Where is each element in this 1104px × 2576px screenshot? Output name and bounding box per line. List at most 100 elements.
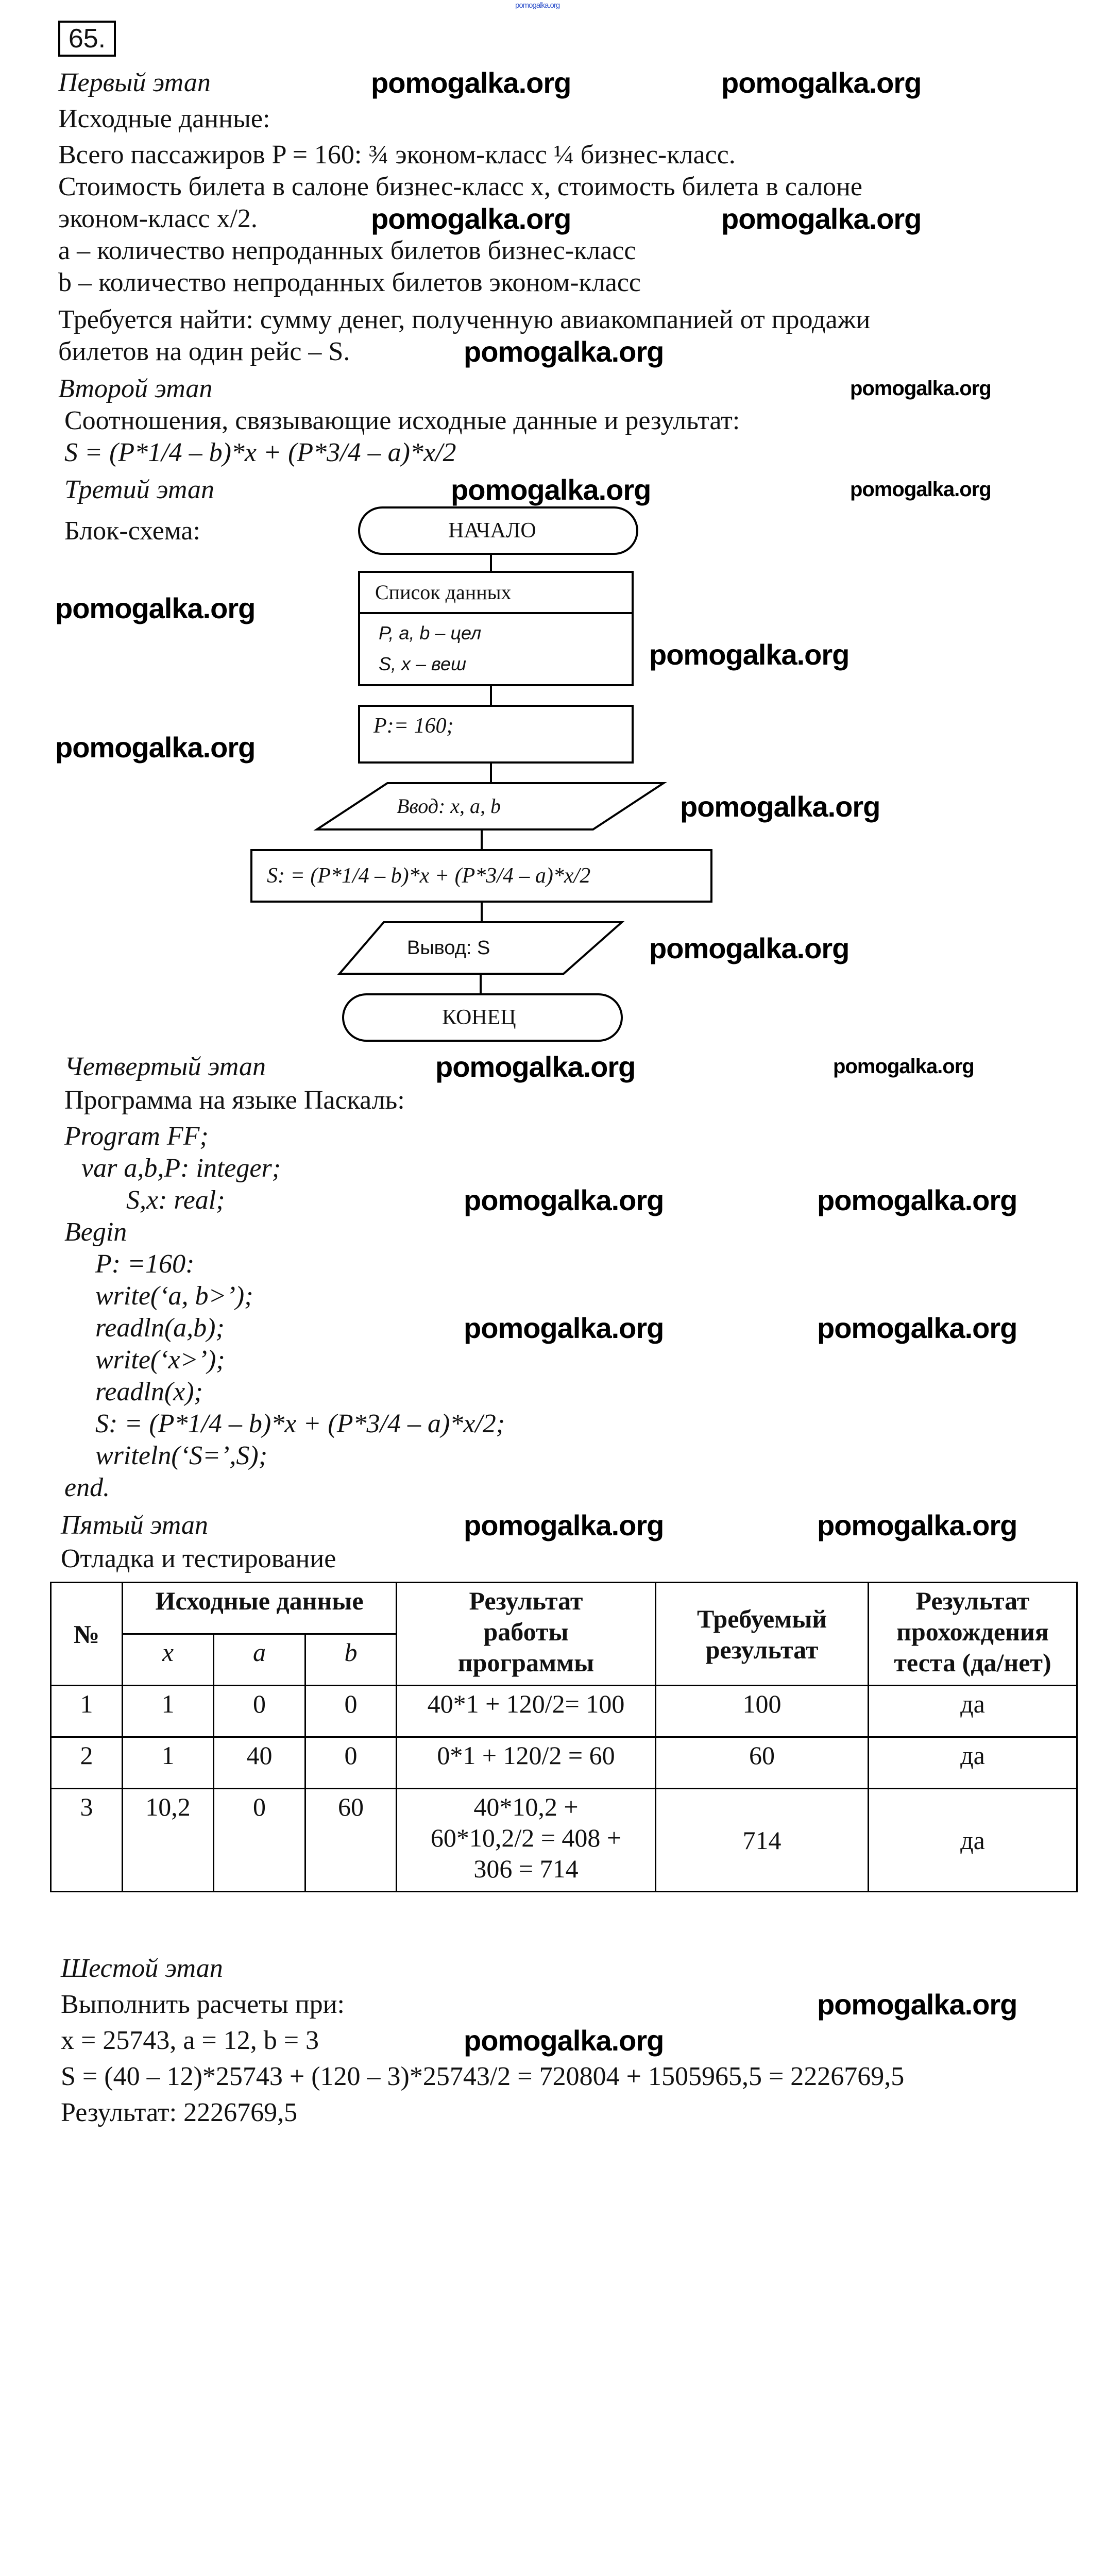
cell-a: 40 xyxy=(213,1736,306,1789)
stage2-formula: S = (P*1/4 – b)*x + (P*3/4 – a)*x/2 xyxy=(64,438,456,467)
cell-a: 0 xyxy=(213,1685,306,1738)
header-expected-text: Требуемый результат xyxy=(697,1604,827,1664)
watermark: pomogalka.org xyxy=(451,473,651,506)
stage4-title: Четвертый этап xyxy=(64,1052,266,1081)
cell-program: 40*1 + 120/2= 100 xyxy=(396,1685,656,1738)
table-subheader-row: x a b xyxy=(51,1633,1077,1686)
watermark: pomogalka.org xyxy=(817,1312,1017,1344)
cell-x: 1 xyxy=(122,1736,214,1789)
flow-assign-label: P:= 160; xyxy=(373,714,454,738)
find-line: Требуется найти: сумму денег, полученную… xyxy=(58,305,871,334)
flow-end-shape xyxy=(342,993,623,1042)
code-line: write(‘a, b>’); xyxy=(95,1281,253,1311)
flow-output-label: Вывод: S xyxy=(407,937,490,959)
stage1-title: Первый этап xyxy=(58,68,211,97)
code-line: readln(x); xyxy=(95,1377,203,1406)
compute-label: Выполнить расчеты при: xyxy=(61,1990,345,2019)
flow-data-list-shape xyxy=(358,571,634,686)
code-line: Program FF; xyxy=(64,1122,209,1151)
watermark: pomogalka.org xyxy=(435,1050,636,1083)
given-line: эконом-класс x/2. xyxy=(58,204,258,233)
flow-output-shape xyxy=(337,921,625,975)
given-line: a – количество непроданных билетов бизне… xyxy=(58,236,636,265)
watermark: pomogalka.org xyxy=(817,1988,1017,2021)
watermark: pomogalka.org xyxy=(371,66,571,99)
given-heading: Исходные данные: xyxy=(58,104,270,133)
header-x: x xyxy=(122,1633,214,1686)
code-line: S: = (P*1/4 – b)*x + (P*3/4 – a)*x/2; xyxy=(95,1409,505,1438)
header-b: b xyxy=(304,1633,397,1686)
cell-a: 0 xyxy=(213,1788,306,1892)
cell-program-line: 306 = 714 xyxy=(473,1854,579,1883)
table-header-row: № Исходные данные Результат работы прогр… xyxy=(50,1582,1078,1686)
cell-passed: да xyxy=(868,1788,1078,1892)
cell-program-line: 40*10,2 + xyxy=(473,1792,579,1821)
watermark: pomogalka.org xyxy=(464,1509,664,1541)
watermark: pomogalka.org xyxy=(464,2024,664,2057)
table-row: 3 10,2 0 60 40*10,2 + 60*10,2/2 = 408 + … xyxy=(50,1788,1078,1892)
watermark: pomogalka.org xyxy=(649,932,850,964)
stage2-text: Соотношения, связывающие исходные данные… xyxy=(64,406,740,435)
flow-input-shape xyxy=(313,782,667,831)
watermark: pomogalka.org xyxy=(649,638,850,671)
header-passed-text: Результат прохождения теста (да/нет) xyxy=(894,1586,1051,1677)
watermark: pomogalka.org xyxy=(850,478,992,501)
given-line: b – количество непроданных билетов эконо… xyxy=(58,268,641,297)
flow-data-list-line: P, a, b – цел xyxy=(379,622,482,643)
stage2-title: Второй этап xyxy=(58,374,213,403)
watermark: pomogalka.org xyxy=(55,592,256,624)
cell-x: 10,2 xyxy=(122,1788,214,1892)
flow-end-label: КОНЕЦ xyxy=(442,1006,516,1029)
header-num: № xyxy=(50,1582,123,1686)
cell-program: 0*1 + 120/2 = 60 xyxy=(396,1736,656,1789)
stage3-title: Третий этап xyxy=(64,475,215,504)
code-line: Begin xyxy=(64,1217,127,1247)
watermark: pomogalka.org xyxy=(464,335,664,368)
watermark: pomogalka.org xyxy=(850,377,992,400)
cell-num: 2 xyxy=(50,1736,123,1789)
stage6-title: Шестой этап xyxy=(61,1954,223,1983)
header-program-result: Результат работы программы xyxy=(396,1582,656,1686)
header-input: Исходные данные xyxy=(122,1582,397,1635)
program-label: Программа на языке Паскаль: xyxy=(64,1086,405,1115)
code-line: write(‘x>’); xyxy=(95,1345,225,1375)
flow-compute-label: S: = (P*1/4 – b)*x + (P*3/4 – a)*x/2 xyxy=(267,864,591,888)
cell-b: 0 xyxy=(304,1736,397,1789)
flow-start-label: НАЧАЛО xyxy=(448,519,536,543)
watermark: pomogalka.org xyxy=(464,1184,664,1216)
test-table: № Исходные данные Результат работы прогр… xyxy=(50,1582,1078,1892)
find-line: билетов на один рейс – S. xyxy=(58,337,350,366)
header-program-result-text: Результат работы программы xyxy=(457,1586,595,1677)
flow-start-shape xyxy=(358,506,638,555)
compute-values: x = 25743, a = 12, b = 3 xyxy=(61,2026,319,2055)
watermark: pomogalka.org xyxy=(55,731,256,764)
cell-program-line: 60*10,2/2 = 408 + xyxy=(430,1823,622,1852)
table-row: 1 1 0 0 40*1 + 120/2= 100 100 да xyxy=(50,1685,1078,1738)
code-line: end. xyxy=(64,1473,110,1502)
given-line: Всего пассажиров P = 160: ¾ эконом-класс… xyxy=(58,140,736,170)
code-line: S,x: real; xyxy=(126,1185,225,1215)
cell-expected: 60 xyxy=(655,1736,869,1789)
flow-input-label: Ввод: x, a, b xyxy=(397,794,501,818)
flowchart-label: Блок-схема: xyxy=(64,516,200,546)
cell-b: 60 xyxy=(304,1788,397,1892)
flow-data-list-line: S, x – веш xyxy=(379,653,466,674)
code-line: var a,b,P: integer; xyxy=(81,1154,281,1183)
compute-formula: S = (40 – 12)*25743 + (120 – 3)*25743/2 … xyxy=(61,2062,905,2091)
header-passed: Результат прохождения теста (да/нет) xyxy=(868,1582,1078,1686)
watermark: pomogalka.org xyxy=(721,66,922,99)
table-row: 2 1 40 0 0*1 + 120/2 = 60 60 да xyxy=(50,1736,1078,1789)
compute-result: Результат: 2226769,5 xyxy=(61,2098,298,2127)
given-line: Стоимость билета в салоне бизнес-класс x… xyxy=(58,172,862,201)
header-expected: Требуемый результат xyxy=(655,1582,869,1686)
cell-num: 1 xyxy=(50,1685,123,1738)
cell-x: 1 xyxy=(122,1685,214,1738)
code-line: readln(a,b); xyxy=(95,1313,225,1343)
watermark: pomogalka.org xyxy=(680,790,880,823)
watermark: pomogalka.org xyxy=(721,202,922,235)
cell-num: 3 xyxy=(50,1788,123,1892)
cell-passed: да xyxy=(868,1685,1078,1738)
cell-passed: да xyxy=(868,1736,1078,1789)
header-a: a xyxy=(213,1633,306,1686)
watermark: pomogalka.org xyxy=(371,202,571,235)
